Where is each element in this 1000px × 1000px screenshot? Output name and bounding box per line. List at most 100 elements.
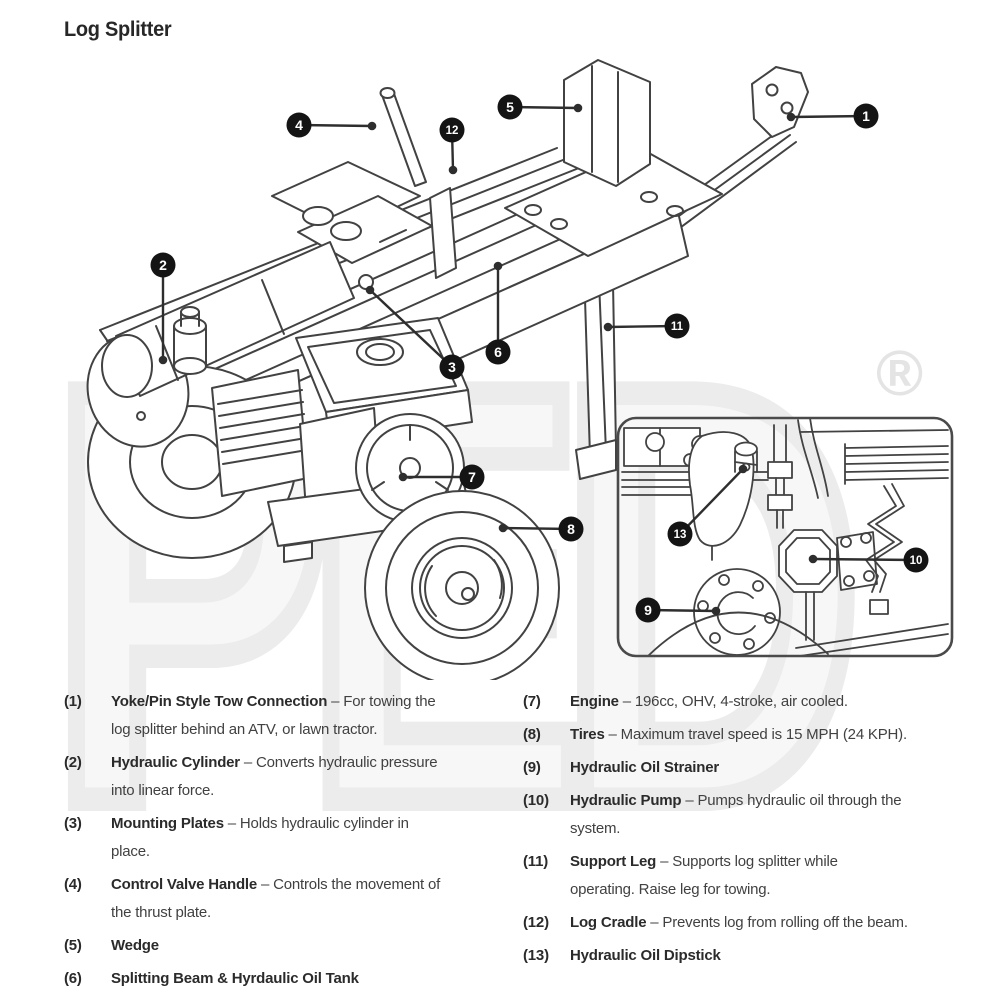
part-description: – Maximum travel speed is 15 MPH (24 KPH… xyxy=(604,726,908,743)
svg-text:12: 12 xyxy=(446,125,459,137)
callout-13: 13 xyxy=(667,464,748,547)
legend-item-number: (10) xyxy=(523,792,549,809)
legend-item-text: Yoke/Pin Style Tow Connection – For towi… xyxy=(111,688,494,744)
svg-text:13: 13 xyxy=(674,529,687,541)
callout-9: 9 xyxy=(635,597,721,623)
callout-7: 7 xyxy=(398,464,485,490)
legend-item-text: Splitting Beam & Hyrdaulic Oil Tank xyxy=(111,965,494,993)
control-valve-handle xyxy=(379,87,427,187)
svg-text:2: 2 xyxy=(159,257,167,273)
legend-item-number: (1) xyxy=(64,693,82,710)
svg-text:11: 11 xyxy=(671,321,684,333)
front-wheel xyxy=(364,490,560,680)
svg-text:5: 5 xyxy=(506,99,514,115)
legend-item-number: (2) xyxy=(64,754,82,771)
part-description: – 196cc, OHV, 4-stroke, air cooled. xyxy=(618,693,848,710)
part-description: – Controls the movement of the thrust pl… xyxy=(111,876,441,921)
legend-item-number: (13) xyxy=(523,947,549,964)
legend-item-number: (3) xyxy=(64,815,82,832)
part-description: – Holds hydraulic cylinder in place. xyxy=(111,815,409,860)
part-name: Hydraulic Oil Dipstick xyxy=(570,947,721,964)
page-title: Log Splitter xyxy=(64,18,172,41)
callout-11: 11 xyxy=(603,313,690,339)
part-name: Hydraulic Pump xyxy=(570,792,682,809)
legend-item-1: (1) Yoke/Pin Style Tow Connection – For t… xyxy=(64,688,494,744)
legend-item-8: (8) Tires – Maximum travel speed is 15 MP… xyxy=(523,721,985,749)
part-name: Yoke/Pin Style Tow Connection xyxy=(111,693,328,710)
part-name: Control Valve Handle xyxy=(111,876,258,893)
part-description: – For towing the log splitter behind an … xyxy=(111,693,436,738)
legend-item-text: Log Cradle – Prevents log from rolling o… xyxy=(570,909,985,937)
inset-detail-content xyxy=(621,418,949,656)
legend-item-text: Tires – Maximum travel speed is 15 MPH (… xyxy=(570,721,985,749)
legend-item-number: (9) xyxy=(523,759,541,776)
legend-item-text: Support Leg – Supports log splitter whil… xyxy=(570,848,985,904)
svg-text:7: 7 xyxy=(468,469,476,485)
legend-item-5: (5) Wedge xyxy=(64,932,494,960)
yoke-pin-connection xyxy=(751,66,809,138)
legend-item-number: (4) xyxy=(64,876,82,893)
legend-item-11: (11) Support Leg – Supports log splitter … xyxy=(523,848,985,904)
legend-item-text: Hydraulic Oil Strainer xyxy=(570,754,985,782)
callout-3: 3 xyxy=(365,285,465,380)
svg-text:3: 3 xyxy=(448,359,456,375)
svg-text:10: 10 xyxy=(910,555,923,567)
legend-item-7: (7) Engine – 196cc, OHV, 4-stroke, air co… xyxy=(523,688,985,716)
legend-item-6: (6) Splitting Beam & Hyrdaulic Oil Tank xyxy=(64,965,494,993)
legend-item-text: Engine – 196cc, OHV, 4-stroke, air coole… xyxy=(570,688,985,716)
inset-detail-box xyxy=(616,416,954,658)
callout-12: 12 xyxy=(439,117,465,175)
part-name: Hydraulic Oil Strainer xyxy=(570,759,719,776)
svg-text:6: 6 xyxy=(494,344,502,360)
part-description: – Supports log splitter while operating.… xyxy=(570,853,838,898)
legend-item-text: Control Valve Handle – Controls the move… xyxy=(111,871,494,927)
part-description: – Prevents log from rolling off the beam… xyxy=(646,914,908,931)
part-name: Engine xyxy=(570,693,619,710)
callout-8: 8 xyxy=(498,516,584,542)
part-name: Mounting Plates xyxy=(111,815,224,832)
legend-item-10: (10) Hydraulic Pump – Pumps hydraulic oil… xyxy=(523,787,985,843)
registered-trademark-icon: ® xyxy=(876,337,924,409)
legend-item-13: (13) Hydraulic Oil Dipstick xyxy=(523,942,985,970)
part-name: Wedge xyxy=(111,937,159,954)
legend-item-text: Hydraulic Cylinder – Converts hydraulic … xyxy=(111,749,494,805)
legend-column-right: (7) Engine – 196cc, OHV, 4-stroke, air co… xyxy=(523,688,985,975)
legend-item-12: (12) Log Cradle – Prevents log from rolli… xyxy=(523,909,985,937)
part-name: Tires xyxy=(570,726,605,743)
legend-item-3: (3) Mounting Plates – Holds hydraulic cyl… xyxy=(64,810,494,866)
legend-item-number: (7) xyxy=(523,693,541,710)
legend-item-text: Hydraulic Pump – Pumps hydraulic oil thr… xyxy=(570,787,985,843)
part-name: Log Cradle xyxy=(570,914,647,931)
legend-item-number: (5) xyxy=(64,937,82,954)
legend-item-number: (6) xyxy=(64,970,82,987)
legend-item-text: Wedge xyxy=(111,932,494,960)
hydraulic-cylinder xyxy=(101,241,355,398)
callout-6: 6 xyxy=(485,261,511,365)
legend-item-text: Hydraulic Oil Dipstick xyxy=(570,942,985,970)
legend-item-text: Mounting Plates – Holds hydraulic cylind… xyxy=(111,810,494,866)
callout-1: 1 xyxy=(786,103,879,129)
svg-text:9: 9 xyxy=(644,602,652,618)
svg-text:1: 1 xyxy=(862,108,870,124)
wedge xyxy=(563,59,651,187)
part-description: – Converts hydraulic pressure into linea… xyxy=(111,754,438,799)
legend-column-left: (1) Yoke/Pin Style Tow Connection – For t… xyxy=(64,688,494,998)
legend-item-4: (4) Control Valve Handle – Controls the m… xyxy=(64,871,494,927)
hydraulic-oil-dipstick xyxy=(688,431,758,547)
legend-item-number: (8) xyxy=(523,726,541,743)
part-name: Splitting Beam & Hyrdaulic Oil Tank xyxy=(111,970,359,987)
part-name: Support Leg xyxy=(570,853,657,870)
callout-5: 5 xyxy=(497,94,583,120)
callout-4: 4 xyxy=(286,112,377,138)
legend-item-number: (11) xyxy=(523,853,549,870)
callout-10: 10 xyxy=(808,547,929,573)
hydraulic-pump xyxy=(778,529,878,641)
legend-item-number: (12) xyxy=(523,914,549,931)
legend-item-2: (2) Hydraulic Cylinder – Converts hydraul… xyxy=(64,749,494,805)
part-name: Hydraulic Cylinder xyxy=(111,754,240,771)
callout-2: 2 xyxy=(150,252,176,365)
svg-text:8: 8 xyxy=(567,521,575,537)
